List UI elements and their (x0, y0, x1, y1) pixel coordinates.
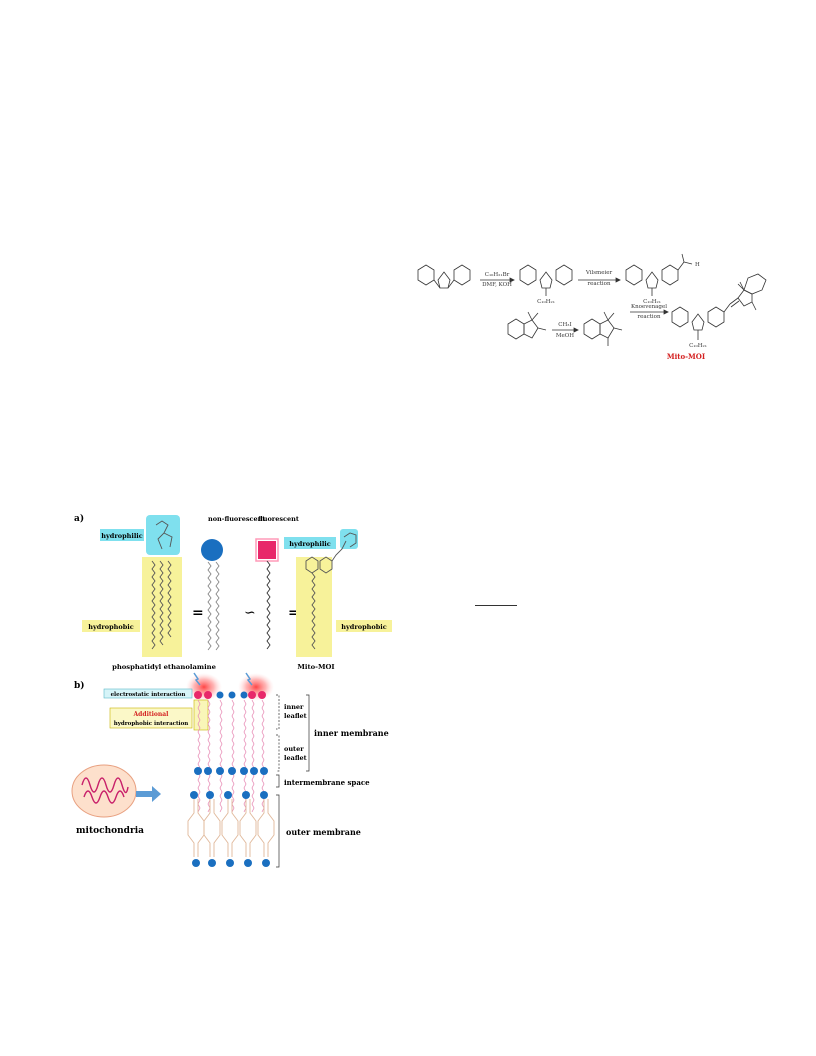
panel-b-label: b) (74, 680, 85, 691)
synthesis-scheme: C₁₀H₂₁Br DMF, KOH Vilsmeier reaction CH₃… (410, 252, 770, 367)
equals-sign-1: = (192, 605, 204, 621)
fluorescent-tail (266, 560, 271, 650)
mito-moi-hydrophilic-region (340, 529, 358, 549)
outer-leaflet-label-2: leaflet (284, 754, 307, 762)
intermembrane-space-label: intermembrane space (284, 778, 370, 787)
chain-label-1: C₁₀H₂₁ (537, 299, 555, 305)
reagent-1-bottom: DMF, KOH (482, 282, 512, 288)
mitochondrion-illustration (71, 764, 137, 818)
inner-membrane-bottom-heads (194, 767, 268, 775)
electrostatic-label: electrostatic interaction (111, 692, 186, 698)
fluorescent-head (258, 541, 276, 559)
reagent-4-top: Knoevenagel (631, 304, 667, 310)
hydrophobic-left-box (82, 620, 140, 632)
membrane-figure: a) hydrophilic hydrophobic = non-fluores… (70, 505, 400, 880)
pe-lipid-tails (151, 520, 173, 650)
leaflet-brackets (276, 694, 310, 868)
reagent-4-bottom: reaction (637, 314, 661, 320)
outer-membrane-top-heads (190, 791, 268, 799)
excitation-arrow-1 (193, 672, 201, 686)
hydrophilic-left-box (100, 529, 144, 541)
inner-membrane-top-heads (194, 691, 266, 699)
electrostatic-box (103, 688, 193, 699)
membrane-figure-svg: a) hydrophilic hydrophobic = non-fluores… (71, 513, 392, 868)
reagent-2-bottom: reaction (587, 281, 611, 287)
similar-sign: ∽ (244, 605, 256, 621)
reagent-2-top: Vilsmeier (585, 270, 613, 276)
hydrophobic-highlight (193, 699, 209, 731)
mito-moi-structure (671, 273, 767, 340)
hydrophobic-right-label: hydrophobic (341, 623, 386, 631)
fluorescent-label: fluorescent (258, 515, 299, 523)
mitochondria-label: mitochondria (76, 826, 144, 836)
chain-label-2: C₁₀H₂₁ (643, 299, 661, 305)
additional-interaction-box (109, 707, 193, 729)
non-fluorescent-tails (207, 561, 220, 651)
inner-leaflet-label-1: inner (284, 703, 304, 711)
reagent-1-top: C₁₀H₂₁Br (485, 272, 510, 278)
caption-phosphatidyl-ethanolamine: phosphatidyl ethanolamine (112, 663, 217, 671)
additional-label: Additional (133, 711, 170, 718)
panel-a-label: a) (74, 513, 84, 524)
hydrophobic-left-label: hydrophobic (88, 623, 133, 631)
equals-sign-2: = (288, 605, 300, 621)
chain-label-3: C₁₀H₂₁ (689, 343, 707, 349)
inner-membrane-label: inner membrane (314, 728, 389, 738)
inner-membrane-tails (197, 699, 265, 813)
zoom-arrow (136, 786, 161, 802)
carbazole-structure (417, 264, 471, 289)
reagent-3-bottom: MeOH (556, 333, 574, 339)
indolenine-structure (507, 311, 547, 340)
hydrophobic-right-box (336, 620, 392, 632)
inner-leaflet-label-2: leaflet (284, 712, 307, 720)
non-fluorescent-label: non-fluorescent (208, 515, 265, 523)
hydrophilic-left-label: hydrophilic (101, 532, 142, 540)
outer-membrane-bottom-heads (192, 859, 270, 867)
hydrophilic-right-label: hydrophilic (289, 540, 330, 548)
aldehyde-h-label: H (695, 262, 700, 268)
reagent-3-top: CH₃I (558, 322, 571, 328)
product-label: Mito-MOI (667, 352, 705, 361)
synthesis-scheme-svg: C₁₀H₂₁Br DMF, KOH Vilsmeier reaction CH₃… (417, 253, 767, 361)
caption-mito-moi: Mito-MOI (297, 663, 334, 671)
aldehyde-carbazole-structure (625, 253, 693, 296)
hydrophilic-right-box (284, 537, 336, 549)
non-fluorescent-head (201, 539, 223, 561)
mito-moi-structure-sketch (305, 532, 357, 650)
pe-hydrophilic-region (146, 515, 180, 555)
indolium-structure (583, 311, 623, 346)
outer-membrane-label: outer membrane (286, 827, 361, 837)
n-alkyl-carbazole-structure (519, 264, 573, 296)
hydrophobic-interaction-label: hydrophobic interaction (114, 721, 189, 727)
excitation-arrow-2 (245, 672, 253, 686)
outer-leaflet-label-1: outer (284, 745, 304, 753)
outer-membrane-tails (187, 799, 275, 857)
short-rule-line (475, 605, 517, 606)
